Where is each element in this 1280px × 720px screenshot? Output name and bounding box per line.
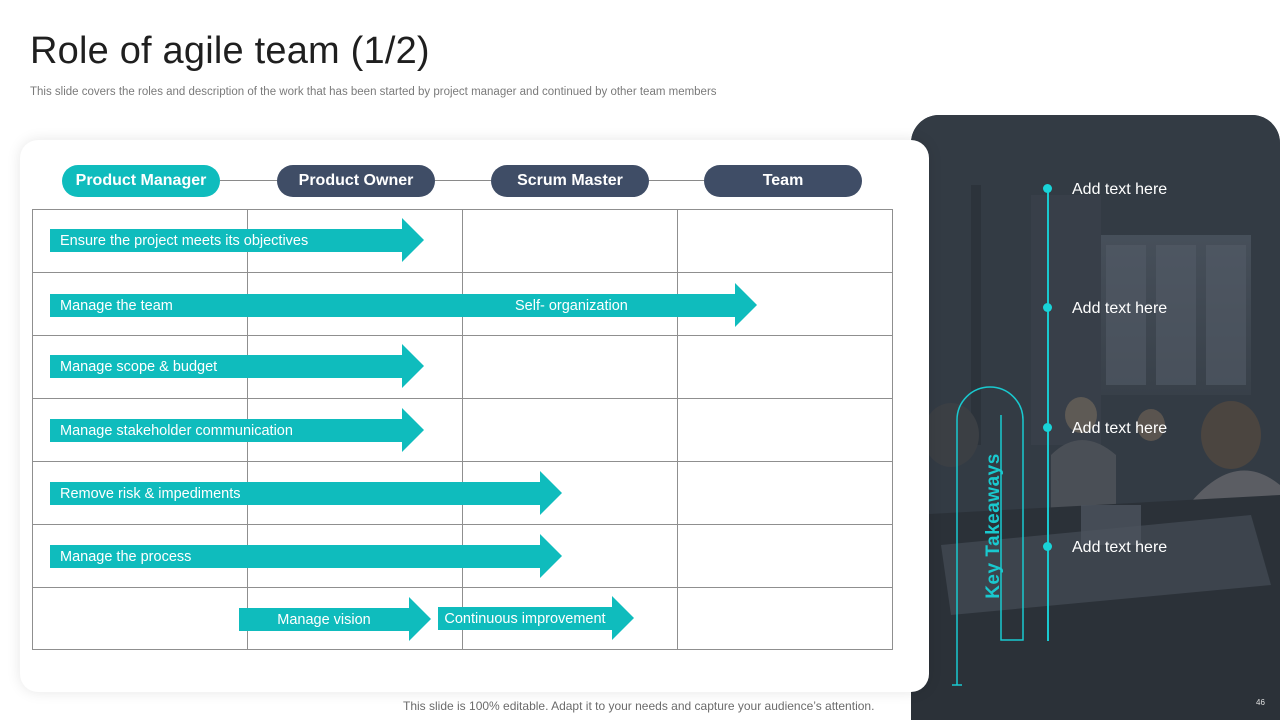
grid-row-divider [33,272,892,273]
slide-title: Role of agile team (1/2) [30,30,430,72]
arrow-head [612,596,634,640]
role-product-manager: Product Manager [62,165,220,197]
key-takeaways-outline [952,386,1024,686]
role-scrum-master: Scrum Master [491,165,649,197]
grid-row-divider [33,461,892,462]
task-arrow: Manage the team Self- organization [50,294,736,317]
page-number: 46 [1256,698,1265,707]
role-product-owner: Product Owner [277,165,435,197]
takeaway-dot [1043,303,1052,312]
task-arrow-label: Manage the process [60,548,192,565]
takeaway-item: Add text here [1072,420,1168,437]
task-arrow: Manage scope & budget [50,355,402,378]
takeaway-item: Add text here [1072,300,1168,317]
arrow-head [735,283,757,327]
role-team: Team [704,165,862,197]
arrow-head [540,471,562,515]
task-arrow-secondary-label: Self- organization [515,297,628,314]
grid-row-divider [33,524,892,525]
grid-row-divider [33,398,892,399]
task-arrow: Manage vision [239,608,409,631]
team-photo-panel [911,115,1280,720]
arrow-head [402,408,424,452]
task-arrow-label: Manage vision [277,611,371,628]
grid-column-divider [462,210,463,649]
task-arrow: Continuous improvement [438,607,612,630]
task-arrow-label: Manage stakeholder communication [60,422,293,439]
task-arrow: Manage stakeholder communication [50,419,402,442]
task-arrow: Manage the process [50,545,540,568]
task-arrow-label: Ensure the project meets its objectives [60,232,309,249]
task-arrow-label: Continuous improvement [444,610,606,627]
pill-connector [435,180,491,181]
arrow-head [409,597,431,641]
takeaway-dot [1043,423,1052,432]
footer-note: This slide is 100% editable. Adapt it to… [403,699,875,713]
grid-row-divider [33,587,892,588]
pill-connector [649,180,704,181]
task-arrow-label: Remove risk & impediments [60,485,241,502]
takeaway-line [1047,189,1049,641]
task-arrow: Ensure the project meets its objectives [50,229,402,252]
task-arrow-label: Manage the team [60,297,173,314]
task-arrow-label: Manage scope & budget [60,358,218,375]
takeaway-dot [1043,184,1052,193]
takeaway-item: Add text here [1072,181,1168,198]
grid-row-divider [33,335,892,336]
office-photo [911,115,1280,720]
takeaway-item: Add text here [1072,539,1168,556]
slide-subtitle: This slide covers the roles and descript… [30,86,717,98]
task-arrow: Remove risk & impediments [50,482,540,505]
key-takeaways-heading: Key Takeaways [983,453,1004,599]
arrow-head [540,534,562,578]
grid-column-divider [677,210,678,649]
pill-connector [220,180,277,181]
arrow-head [402,344,424,388]
arrow-head [402,218,424,262]
takeaway-dot [1043,542,1052,551]
